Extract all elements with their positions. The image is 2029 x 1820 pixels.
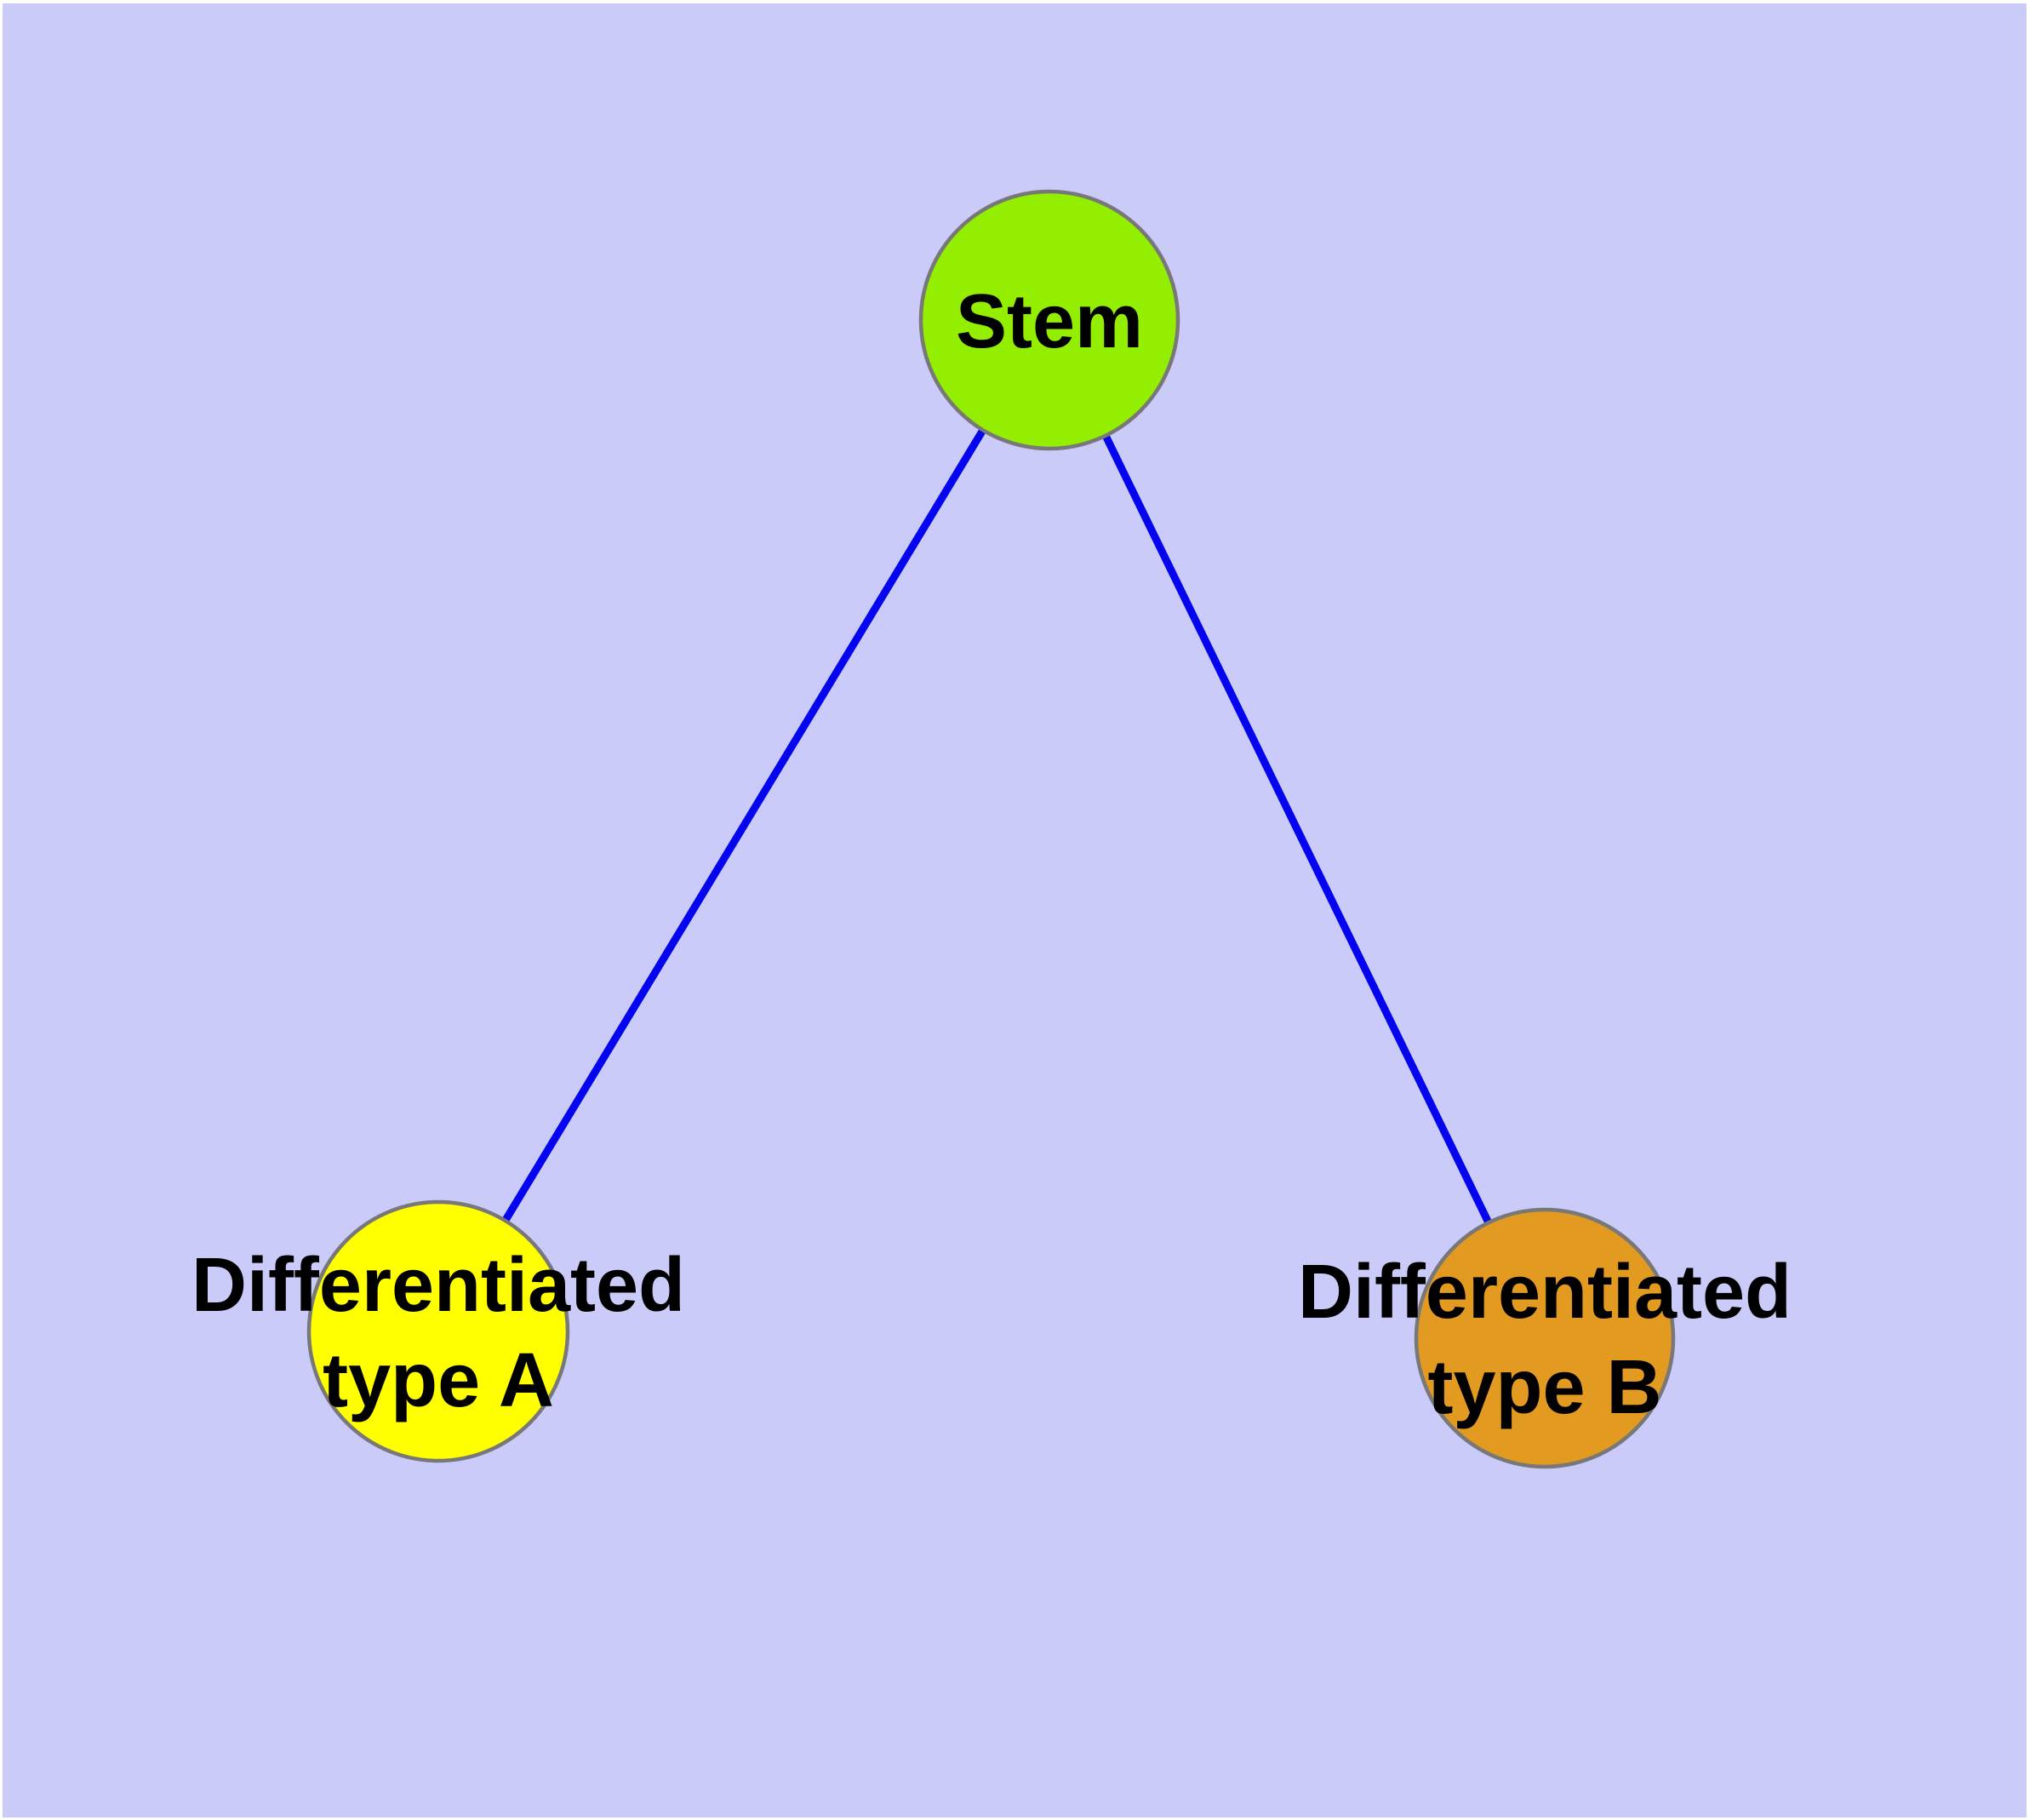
node-stem[interactable] <box>918 189 1180 451</box>
node-typeA[interactable] <box>306 1199 570 1463</box>
node-typeB[interactable] <box>1414 1207 1676 1469</box>
node-group-typeB: Differentiated type B <box>1298 1207 1792 1469</box>
node-typeA-label-line2: type A <box>323 1338 554 1423</box>
node-group-typeA: Differentiated type A <box>191 1199 685 1463</box>
edges-layer <box>435 318 1549 1340</box>
node-typeA-label-line1: Differentiated <box>191 1243 685 1328</box>
edge-stem-typeB[interactable] <box>1045 318 1549 1340</box>
node-typeB-label-line1: Differentiated <box>1298 1250 1792 1335</box>
edge-stem-typeA[interactable] <box>435 318 1053 1334</box>
node-group-stem: Stem <box>918 189 1180 451</box>
node-stem-label-line1: Stem <box>956 279 1143 364</box>
node-typeB-label-line2: type B <box>1427 1345 1661 1430</box>
